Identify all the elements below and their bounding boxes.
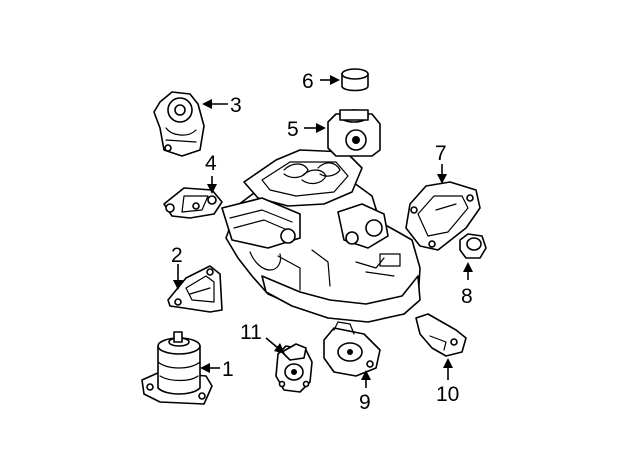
callout-6: 6 [302, 70, 340, 93]
part-5-rubber-mount [327, 109, 381, 157]
callout-10-label: 10 [436, 383, 459, 406]
callout-6-label: 6 [302, 70, 314, 93]
callout-1-label: 1 [222, 358, 234, 381]
callout-3-label: 3 [230, 94, 242, 117]
callout-11: 11 [240, 321, 285, 354]
callout-9-label: 9 [359, 391, 371, 414]
part-1-front-engine-mount [141, 331, 213, 405]
callout-11-label: 11 [240, 321, 262, 344]
callout-3: 3 [202, 94, 242, 117]
part-10-stopper-bracket [415, 313, 467, 357]
callout-2: 2 [171, 244, 183, 290]
callout-7-label: 7 [435, 142, 447, 165]
callout-2-label: 2 [171, 244, 183, 267]
callout-8-label: 8 [461, 285, 473, 308]
callout-7: 7 [435, 142, 447, 184]
part-6-mount-cap [341, 68, 369, 92]
part-4-stay-bracket [163, 187, 223, 219]
callout-5: 5 [287, 118, 326, 141]
callout-1: 1 [200, 358, 234, 381]
engine-block [221, 149, 421, 323]
callout-4: 4 [205, 152, 217, 194]
part-11-small-mount [275, 343, 313, 393]
part-7-rear-mount-bracket [405, 181, 481, 251]
callout-9: 9 [359, 370, 371, 414]
part-9-transmission-mount [323, 321, 381, 377]
part-8-bushing [459, 233, 487, 259]
callout-8: 8 [461, 262, 473, 308]
part-2-mount-bracket [167, 265, 223, 313]
callout-5-label: 5 [287, 118, 299, 141]
part-3-upper-mount [153, 91, 205, 157]
callout-4-label: 4 [205, 152, 217, 175]
callout-10: 10 [436, 358, 459, 406]
